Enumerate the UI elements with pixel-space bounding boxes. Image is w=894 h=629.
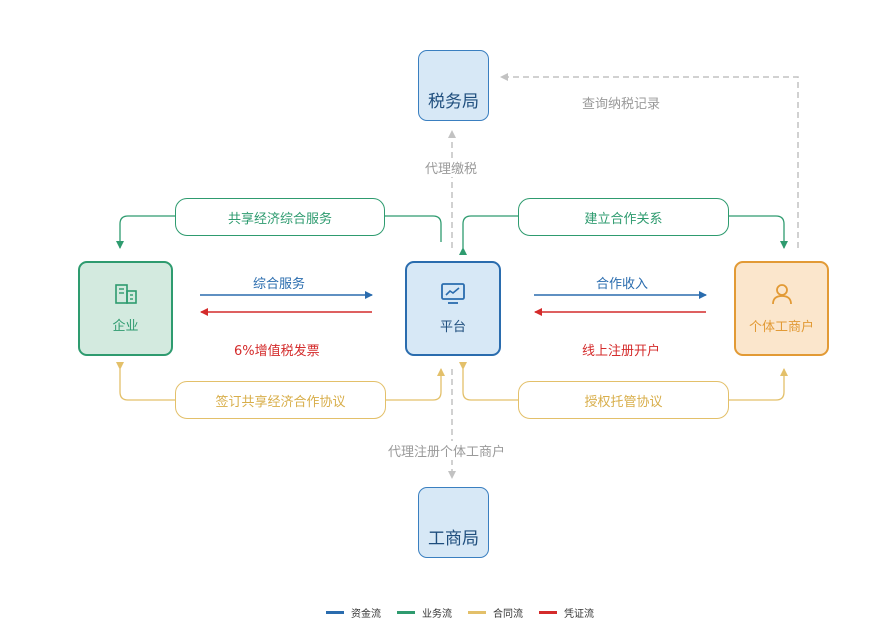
label-comprehensive-service: 综合服务 [253, 277, 306, 292]
legend-swatch-fund [326, 610, 344, 614]
legend-swatch-business [397, 610, 415, 614]
node-individual-business: 个体工商户 [734, 261, 829, 356]
label-sign-agreement: 签订共享经济合作协议 [215, 394, 346, 410]
node-platform-label: 平台 [439, 320, 466, 335]
label-cooperation-income: 合作收入 [596, 277, 649, 292]
label-vat-invoice: 6%增值税发票 [234, 344, 320, 359]
legend-item-voucher: 凭证流 [539, 604, 594, 620]
node-tax-bureau: 税务局 [418, 50, 489, 121]
label-query-tax-records: 查询纳税记录 [582, 97, 661, 112]
user-icon [770, 282, 794, 310]
node-tax-bureau-label: 税务局 [428, 92, 479, 112]
legend-item-contract: 合同流 [468, 604, 523, 620]
label-shared-economy-service: 共享经济综合服务 [227, 211, 332, 227]
node-individual-label: 个体工商户 [748, 320, 814, 335]
pill-shared-economy-service: 共享经济综合服务 [175, 198, 385, 236]
legend-item-business: 业务流 [397, 604, 452, 620]
legend-swatch-contract [468, 610, 486, 614]
legend-item-fund: 资金流 [326, 604, 381, 620]
pill-build-cooperation: 建立合作关系 [518, 198, 729, 236]
label-agent-tax-payment: 代理缴税 [425, 158, 478, 177]
node-platform: 平台 [405, 261, 501, 356]
node-enterprise: 企业 [78, 261, 173, 356]
legend-label-voucher: 凭证流 [564, 608, 594, 620]
legend-label-fund: 资金流 [351, 608, 381, 620]
legend-label-business: 业务流 [422, 608, 452, 620]
label-build-cooperation: 建立合作关系 [584, 211, 663, 227]
legend-swatch-voucher [539, 610, 557, 614]
pill-sign-agreement: 签订共享经济合作协议 [175, 381, 386, 419]
pill-authorize-agreement: 授权托管协议 [518, 381, 729, 419]
monitor-chart-icon [440, 282, 466, 310]
building-icon [114, 283, 138, 309]
node-business-bureau: 工商局 [418, 487, 489, 558]
node-enterprise-label: 企业 [112, 319, 139, 334]
label-online-register: 线上注册开户 [582, 344, 661, 359]
legend-label-contract: 合同流 [493, 608, 523, 620]
label-authorize-agreement: 授权托管协议 [584, 394, 663, 410]
label-agent-register: 代理注册个体工商户 [388, 441, 506, 460]
node-business-bureau-label: 工商局 [428, 529, 479, 549]
edge-query-tax-records [500, 73, 799, 248]
